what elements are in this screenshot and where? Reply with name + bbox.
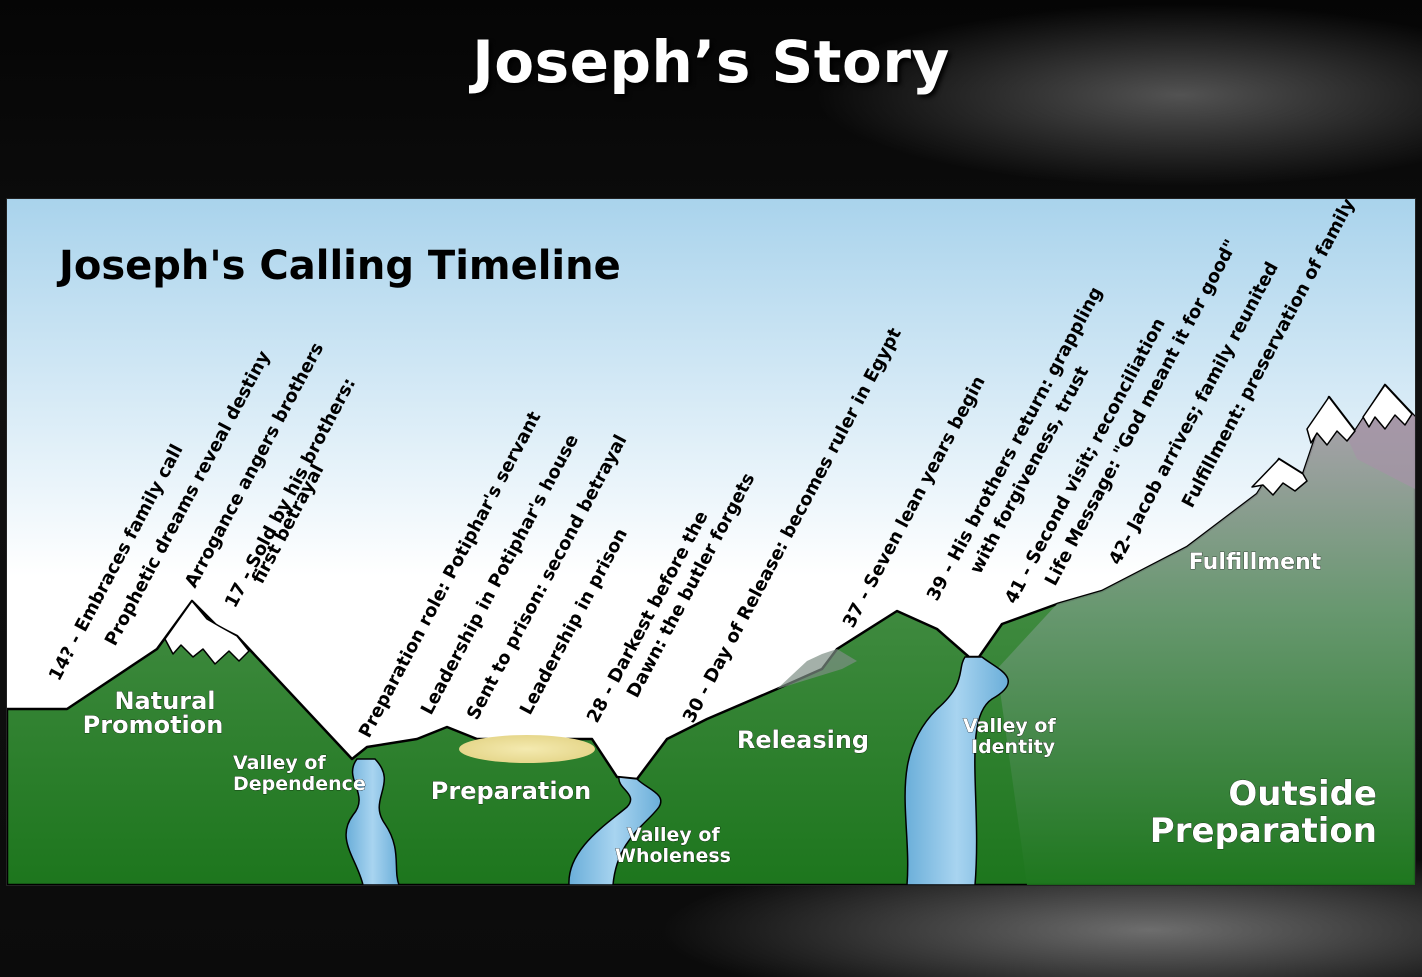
snow-cap-right-2	[1306, 396, 1356, 446]
region-label-fulfillment: Fulfillment	[1189, 550, 1322, 575]
timeline-diagram: Joseph's Calling Timeline 14? - Embraces…	[6, 198, 1416, 886]
hill-releasing	[777, 649, 857, 689]
snow-cap-right-1	[1251, 458, 1308, 496]
region-label-natural-promotion: Promotion	[83, 711, 224, 739]
snow-cap-right-3	[1362, 384, 1413, 430]
region-label-releasing: Releasing	[737, 726, 869, 754]
region-label-valley-identity: Identity	[971, 736, 1056, 758]
fulfillment-mountain	[997, 385, 1415, 885]
river-wholeness	[568, 776, 662, 885]
slide-title: Joseph’s Story	[472, 28, 950, 96]
snow-cap-left	[164, 600, 250, 665]
region-label-outside-preparation: Preparation	[1150, 811, 1377, 851]
region-label-valley-dependence: Valley of	[233, 752, 326, 774]
diagram-title: Joseph's Calling Timeline	[56, 243, 621, 289]
region-label-valley-wholeness: Valley of	[627, 824, 720, 846]
river-dependence	[345, 758, 400, 885]
preparation-clearing	[459, 735, 595, 763]
region-label-natural-promotion: Natural	[114, 687, 215, 715]
river-identity	[904, 656, 1009, 885]
region-label-valley-identity: Valley of	[963, 715, 1056, 737]
region-label-valley-wholeness: Wholeness	[615, 845, 731, 867]
region-label-preparation: Preparation	[431, 777, 591, 805]
region-label-outside-preparation: Outside	[1228, 774, 1377, 814]
region-label-valley-dependence: Dependence	[233, 773, 366, 795]
